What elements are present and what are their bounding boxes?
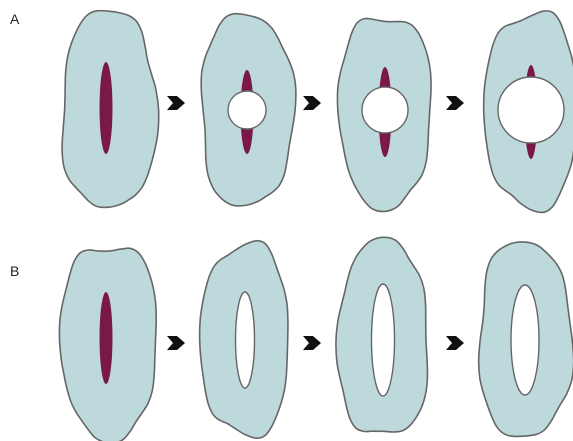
lumen-hole bbox=[361, 86, 409, 134]
lesion-streak bbox=[99, 292, 113, 384]
lumen-slit bbox=[234, 291, 256, 389]
cells-layer bbox=[58, 9, 573, 441]
row-label-a: A bbox=[10, 11, 20, 27]
cell-row-b-stage-3 bbox=[335, 236, 429, 433]
chevron-right-icon bbox=[303, 336, 321, 350]
cell-row-b-stage-1 bbox=[58, 247, 158, 441]
chevron-right-icon bbox=[303, 96, 321, 110]
cell-row-b-stage-2 bbox=[198, 239, 289, 440]
lumen-hole bbox=[497, 76, 565, 144]
cell-row-a-stage-3 bbox=[336, 17, 432, 213]
cell-row-a-stage-2 bbox=[200, 12, 297, 207]
arrows-layer bbox=[167, 96, 464, 350]
lumen-slit bbox=[370, 283, 396, 397]
chevron-right-icon bbox=[446, 96, 464, 110]
row-label-b: B bbox=[10, 263, 19, 279]
chevron-right-icon bbox=[446, 336, 464, 350]
lumen-hole bbox=[227, 90, 267, 130]
lesion-streak bbox=[99, 62, 113, 154]
chevron-right-icon bbox=[167, 96, 185, 110]
cell-row-b-stage-4 bbox=[477, 241, 573, 438]
cell-row-a-stage-1 bbox=[61, 9, 160, 209]
cell-row-a-stage-4 bbox=[482, 10, 573, 214]
chevron-right-icon bbox=[167, 336, 185, 350]
lumen-slit bbox=[510, 284, 540, 396]
